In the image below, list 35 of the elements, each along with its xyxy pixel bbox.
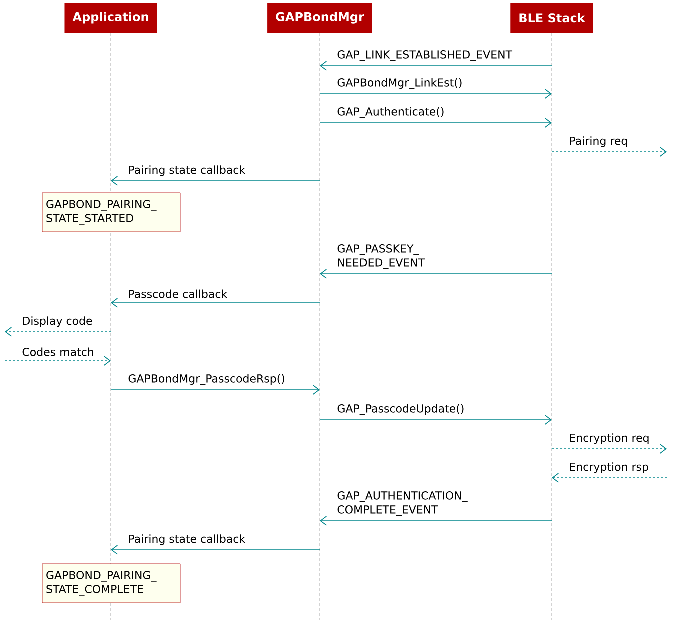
edge-label: Encryption rsp (570, 462, 648, 474)
edge-label: Pairing state callback (129, 166, 246, 176)
message-arrow (552, 147, 667, 157)
edge-label: Pairing req (570, 136, 628, 148)
message-arrow (4, 356, 111, 366)
message-arrow (5, 327, 112, 337)
note-box: GAPBOND_PAIRING_ STATE_STARTED (42, 192, 181, 232)
participant-box: Application (64, 3, 158, 33)
edge-label: Pairing state callback (129, 534, 246, 546)
message-arrow (110, 385, 320, 395)
message-arrow (320, 89, 552, 99)
edge-label: GAP_AUTHENTICATION_ COMPLETE_EVENT (338, 492, 468, 516)
message-arrow (552, 444, 667, 454)
message-arrow (111, 298, 320, 308)
message-arrow (320, 61, 552, 71)
edge-label: GAP_PasscodeUpdate() (338, 404, 464, 416)
edge-label: GAPBondMgr_LinkEst() (338, 78, 462, 90)
participant-box: GAPBondMgr (268, 3, 372, 33)
message-arrow (320, 415, 552, 425)
message-arrow (552, 473, 668, 483)
message-arrow (320, 269, 552, 279)
edge-label: GAP_Authenticate() (338, 107, 444, 118)
edge-label: Encryption req (570, 434, 649, 444)
edge-label: GAPBondMgr_PasscodeRsp() (128, 374, 284, 386)
edge-label: Passcode callback (129, 290, 228, 298)
edge-label: GAP_LINK_ESTABLISHED_EVENT (338, 50, 513, 62)
edge-label: GAP_PASSKEY_ NEEDED_EVENT (338, 244, 426, 270)
edge-label: Codes match (22, 348, 94, 356)
participant-box: BLE Stack (510, 3, 594, 33)
edge-label: Display code (23, 316, 92, 328)
message-arrow (320, 516, 552, 526)
message-arrow (111, 176, 320, 186)
message-arrow (320, 118, 552, 128)
message-arrow (111, 545, 320, 555)
note-box: GAPBOND_PAIRING_ STATE_COMPLETE (42, 564, 181, 604)
